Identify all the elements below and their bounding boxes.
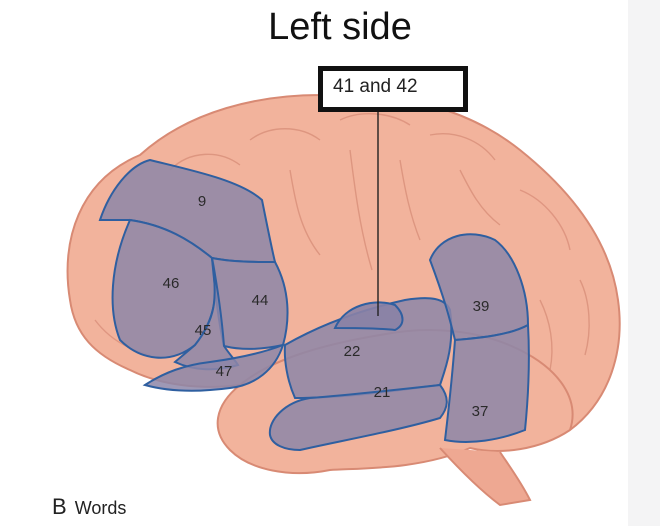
area-label-22: 22 xyxy=(344,343,361,360)
area-label-37: 37 xyxy=(472,403,489,420)
caption-letter: B xyxy=(52,494,67,519)
brainstem xyxy=(439,447,532,507)
area-label-47: 47 xyxy=(216,363,233,380)
region-47 xyxy=(142,343,285,392)
area-label-39: 39 xyxy=(473,298,490,315)
gyri-lines xyxy=(94,112,590,371)
diagram-title: Left side xyxy=(268,6,412,48)
highlight-label-box: 41 and 42 xyxy=(318,66,468,112)
area-label-46: 46 xyxy=(163,275,180,292)
region-41-42 xyxy=(333,301,404,332)
figure-caption: B Words xyxy=(52,494,126,520)
area-label-9: 9 xyxy=(198,193,206,210)
region-37 xyxy=(443,323,530,443)
caption-text: Words xyxy=(74,498,127,518)
region-21 xyxy=(268,383,448,452)
area-label-21: 21 xyxy=(374,384,391,401)
highlight-label-text: 41 and 42 xyxy=(333,76,418,97)
area-label-44: 44 xyxy=(252,292,269,309)
area-label-45: 45 xyxy=(195,322,212,339)
background-strip xyxy=(628,0,660,526)
